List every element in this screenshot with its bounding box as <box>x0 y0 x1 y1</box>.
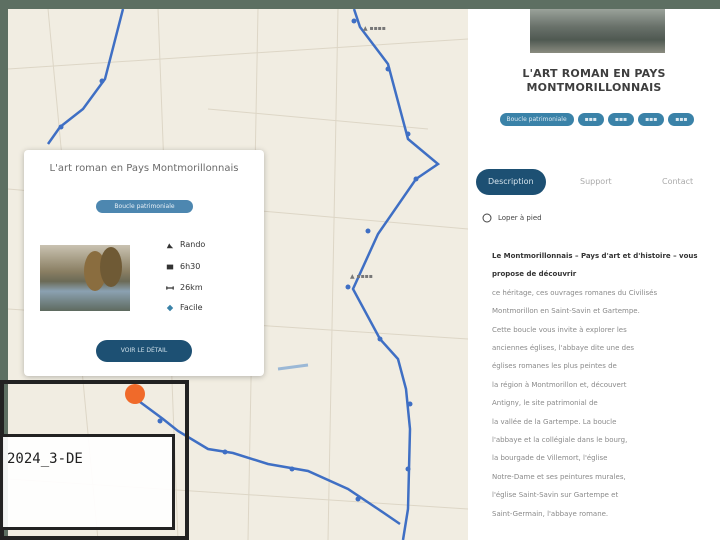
tag-boucle: Boucle patrimoniale <box>499 113 574 126</box>
tab-description[interactable]: Description <box>476 169 546 195</box>
start-marker[interactable] <box>125 384 145 404</box>
popup-info-difficulty: Facile <box>166 303 203 312</box>
tag-distance: ▪▪▪ <box>638 113 665 126</box>
trail-photo <box>40 245 130 311</box>
trail-popup: L'art roman en Pays Montmorillonnais Bou… <box>24 150 264 376</box>
trail-description: Le Montmorillonnais – Pays d'art et d'hi… <box>492 252 698 518</box>
popup-info-activity: Rando <box>166 240 205 249</box>
detail-panel: L'ART ROMAN EN PAYS MONTMORILLONNAIS Bou… <box>468 9 720 540</box>
tab-contact[interactable]: Contact <box>662 177 694 186</box>
difficulty-icon <box>166 304 174 311</box>
tag-difficulty: ▪▪▪ <box>668 113 695 126</box>
popup-title: L'art roman en Pays Montmorillonnais <box>49 163 239 174</box>
activity-icon <box>166 242 174 248</box>
route-line <box>46 9 441 540</box>
hero-photo <box>530 9 665 53</box>
annotation-label-box: 2024_3-DE <box>0 434 175 530</box>
panel-tabs: Description Support Contact <box>476 169 716 195</box>
distance-icon <box>166 285 174 290</box>
popup-tag: Boucle patrimoniale <box>96 200 193 213</box>
walk-mode: Loper à pied <box>482 213 542 223</box>
panel-tags: Boucle patrimoniale ▪▪▪ ▪▪▪ ▪▪▪ ▪▪▪ <box>492 113 702 126</box>
duration-icon <box>166 264 174 269</box>
tag-activity: ▪▪▪ <box>577 113 604 126</box>
walker-icon <box>482 213 492 223</box>
place-label: ▲ ▪▪▪▪ <box>350 273 373 280</box>
panel-title: L'ART ROMAN EN PAYS MONTMORILLONNAIS <box>522 67 666 94</box>
popup-info-duration: 6h30 <box>166 262 200 271</box>
popup-info-distance: 26km <box>166 283 203 292</box>
place-label: ▲ ▪▪▪▪ <box>363 25 386 32</box>
tab-support[interactable]: Support <box>580 177 612 186</box>
boundary-code: 2024_3-DE <box>7 451 83 467</box>
view-detail-button[interactable]: VOIR LE DÉTAIL <box>96 340 192 362</box>
tag-duration: ▪▪▪ <box>607 113 635 126</box>
